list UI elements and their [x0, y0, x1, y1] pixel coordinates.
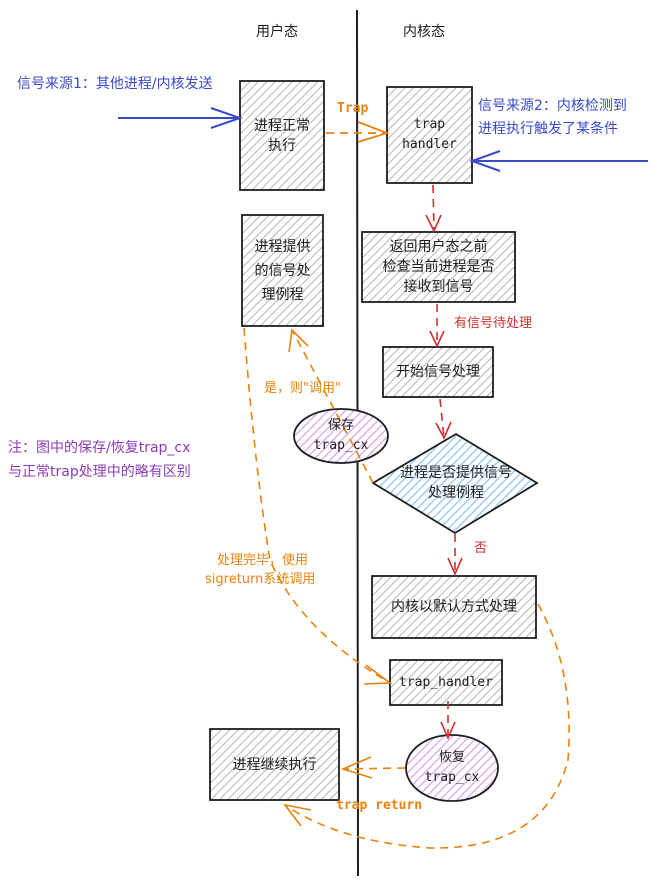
node-restore-cx-label: 恢复 trap_cx: [424, 750, 480, 785]
edge-label-trap-return: trap return: [336, 798, 423, 813]
node-kernel-default-label: 内核以默认方式处理: [391, 599, 517, 615]
node-start-signal[interactable]: [382, 346, 494, 398]
node-trap-handler-top[interactable]: [386, 86, 473, 184]
node-save-cx-label: 保存 trap_cx: [313, 418, 369, 453]
node-trap-handler-top-label: trap handler: [402, 117, 457, 152]
node-restore-cx[interactable]: [405, 734, 499, 802]
signal-source-2-line2: 进程执行触发了某条件: [478, 121, 618, 137]
signal-source-2-line1: 信号来源2：内核检测到: [478, 98, 627, 114]
edge-decision-yes: [288, 328, 374, 484]
node-process-running-label: 进程正常 执行: [254, 117, 310, 154]
node-kernel-default[interactable]: [371, 575, 537, 639]
note-line2: 与正常trap处理中的略有区别: [8, 464, 191, 480]
node-check-signal[interactable]: [361, 231, 516, 303]
edge-decision-no: [447, 534, 463, 576]
node-check-signal-label: 返回用户态之前 检查当前进程是否 接收到信号: [382, 239, 495, 295]
edge-label-sigreturn-line1: 处理完毕，使用: [217, 553, 309, 568]
node-process-continue-label: 进程继续执行: [232, 756, 317, 773]
node-start-signal-label: 开始信号处理: [396, 364, 480, 380]
node-process-continue[interactable]: [209, 728, 340, 801]
node-decision-label: 进程是否提供信号 处理例程: [400, 465, 512, 501]
lane-header-user: 用户态: [256, 24, 298, 40]
node-user-handler-label: 进程提供 的信号处 理例程: [254, 238, 311, 303]
node-save-cx[interactable]: [293, 408, 389, 464]
edge-restore-to-continue: [340, 756, 406, 779]
node-process-running[interactable]: [239, 80, 325, 191]
edge-trap: [326, 121, 390, 143]
node-decision[interactable]: [371, 432, 539, 535]
note-line1: 注：图中的保存/恢复trap_cx: [8, 440, 191, 456]
lane-header-kernel: 内核态: [403, 24, 445, 40]
edge-handler-to-restore: [440, 701, 456, 740]
edge-check-to-start: [429, 304, 445, 348]
edge-default-to-continue: [283, 603, 570, 849]
source1-arrow: [118, 107, 244, 129]
node-trap-handler-bottom-label: trap_handler: [399, 674, 493, 690]
edge-label-yes-call: 是，则"调用": [264, 381, 341, 396]
edge-sigreturn: [243, 327, 393, 685]
edge-label-sigreturn-line2: sigreturn系统调用: [205, 572, 316, 587]
edge-label-no: 否: [474, 541, 488, 556]
node-user-handler[interactable]: [241, 214, 324, 327]
signal-source-1-label: 信号来源1：其他进程/内核发送: [17, 76, 213, 92]
edge-handler-to-check: [425, 184, 442, 233]
edge-label-has-signal: 有信号待处理: [454, 316, 533, 331]
edge-start-to-decision: [435, 398, 452, 440]
edge-label-trap: Trap: [337, 101, 369, 116]
source2-arrow: [469, 150, 648, 172]
